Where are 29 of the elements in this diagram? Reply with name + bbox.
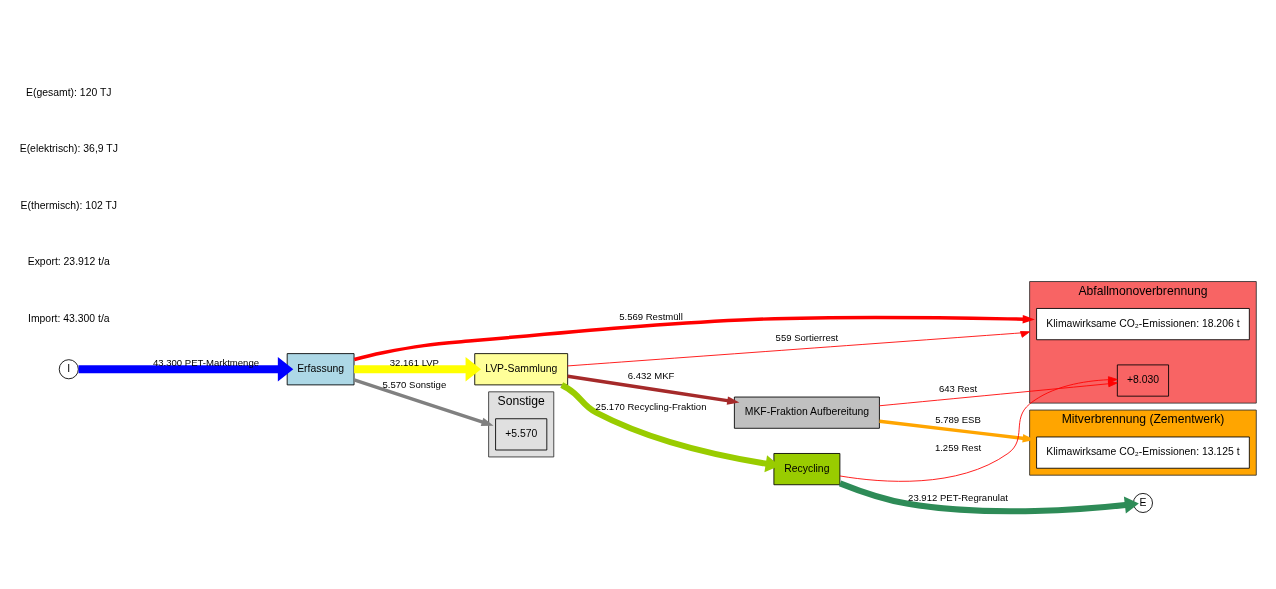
node-box: MKF-Fraktion Aufbereitung (733, 396, 880, 429)
edge-label: 5.570 Sonstige (382, 378, 447, 390)
edge-label: 1.259 Rest (934, 441, 982, 453)
arrow (567, 374, 740, 405)
label: E(gesamt): 120 TJ (26, 86, 112, 98)
node-box: +5.570 (495, 417, 548, 450)
edge-label: 23.912 PET-Regranulat (908, 491, 1008, 503)
edge-label: 6.432 MKF (627, 369, 675, 381)
arrow (353, 377, 494, 426)
node-circle: E (1132, 492, 1153, 513)
edge-label: 25.170 Recycling-Fraktion (595, 400, 707, 412)
label: E(elektrisch): 36,9 TJ (19, 142, 118, 154)
node-box: LVP-Sammlung (474, 352, 569, 385)
node-box: Recycling (773, 452, 841, 485)
edge-label: 643 Rest (938, 382, 978, 394)
arrow (838, 480, 1139, 514)
edge-label: 5.789 ESB (935, 413, 981, 425)
label: E(thermisch): 102 TJ (20, 199, 117, 211)
edge-label: 5.569 Restmüll (619, 310, 683, 322)
node-box: Erfassung (286, 352, 355, 385)
label: Export: 23.912 t/a (27, 255, 110, 267)
arrow (353, 314, 1035, 361)
node-box: Klimawirksame CO₂-Emissionen: 13.125 t (1036, 436, 1250, 469)
arrow (567, 330, 1031, 366)
label: Import: 43.300 t/a (27, 312, 110, 324)
node-circle: I (58, 358, 79, 379)
node-box: +8.030 (1116, 363, 1169, 397)
edge-label: 559 Sortierrest (775, 331, 839, 343)
node-box: Klimawirksame CO₂-Emissionen: 18.206 t (1036, 307, 1250, 340)
